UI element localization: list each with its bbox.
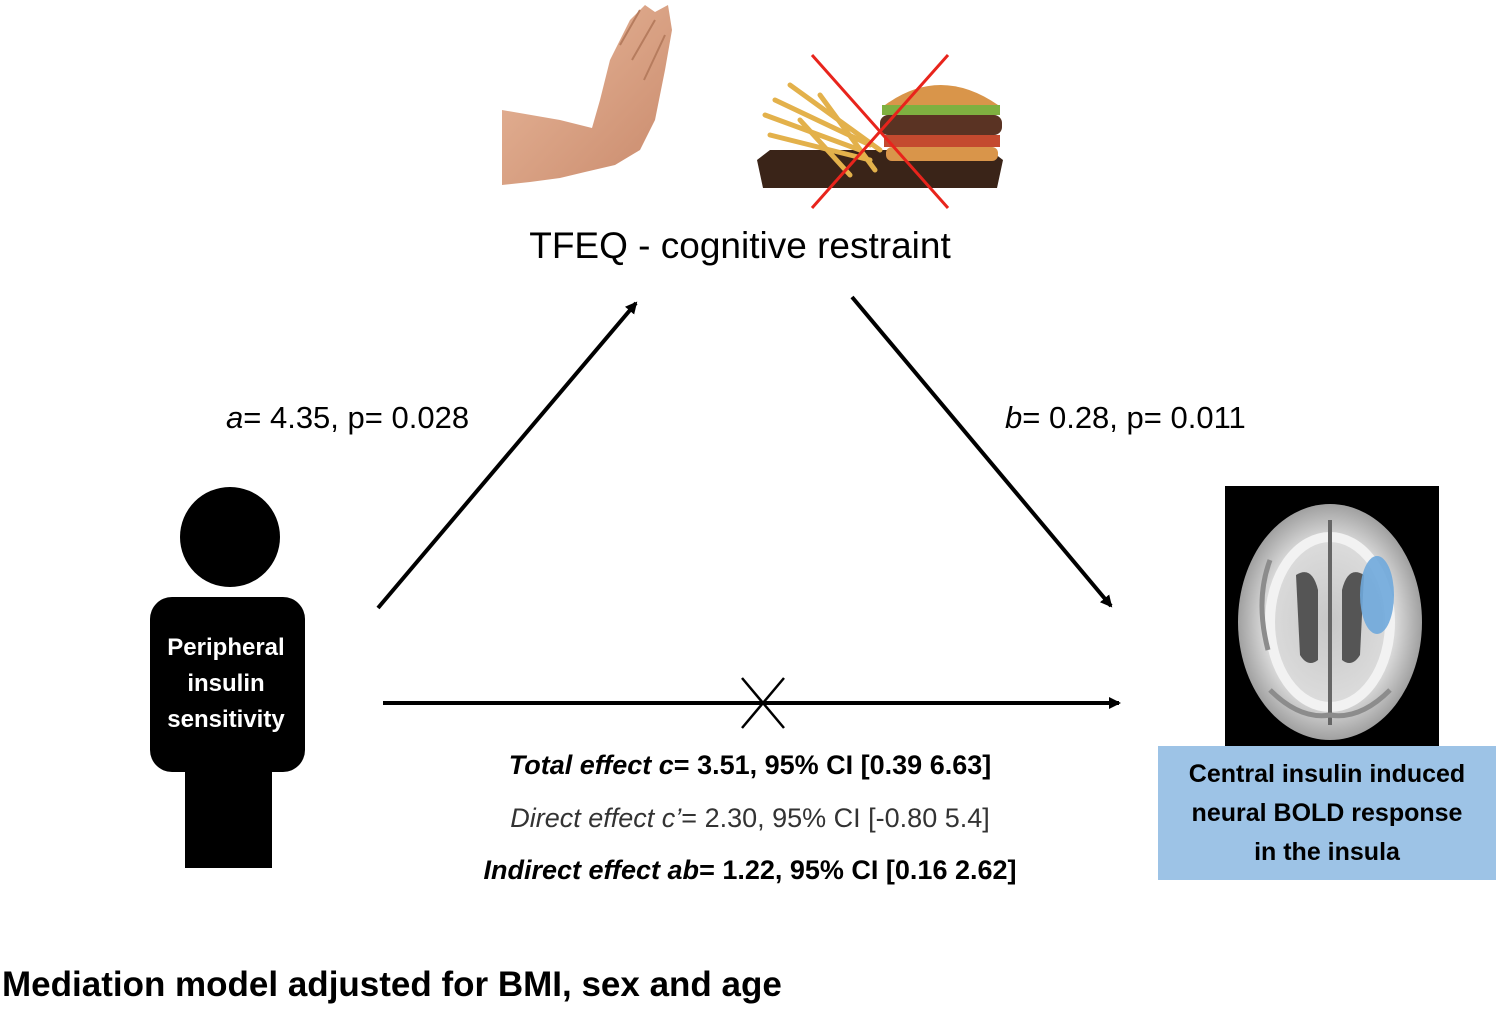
predictor-label: Peripheral insulin sensitivity <box>167 634 285 733</box>
indirect-effect: Indirect effect ab= 1.22, 95% CI [0.16 2… <box>380 855 1120 886</box>
outcome-label: Central insulin induced neural BOLD resp… <box>1188 759 1466 866</box>
stop-hand-icon <box>502 5 672 185</box>
indirect-effect-stats: = 1.22, 95% CI [0.16 2.62] <box>699 855 1017 885</box>
direct-effect-stats: = 2.30, 95% CI [-0.80 5.4] <box>681 803 990 833</box>
cross-out-mark <box>810 54 950 209</box>
non-significant-cross <box>741 677 785 729</box>
person-silhouette-icon <box>150 487 305 868</box>
total-effect-stats: = 3.51, 95% CI [0.39 6.63] <box>673 750 992 780</box>
total-effect-name: Total effect c <box>508 750 674 780</box>
fast-food-icon <box>757 54 1003 209</box>
indirect-effect-name: Indirect effect ab <box>483 855 700 885</box>
direct-effect: Direct effect c’= 2.30, 95% CI [-0.80 5.… <box>380 803 1120 834</box>
direct-effect-name: Direct effect c’ <box>510 803 682 833</box>
path-a-stats: = 4.35, p= 0.028 <box>243 400 470 435</box>
figure-caption: Mediation model adjusted for BMI, sex an… <box>2 965 782 1004</box>
arrow-a <box>376 301 638 610</box>
brain-scan-icon <box>1225 486 1439 748</box>
path-a-label: a= 4.35, p= 0.028 <box>226 400 469 436</box>
insula-highlight <box>1360 556 1394 634</box>
path-a-symbol: a <box>226 400 244 435</box>
path-b-symbol: b <box>1005 400 1023 435</box>
total-effect: Total effect c= 3.51, 95% CI [0.39 6.63] <box>380 750 1120 781</box>
arrow-b <box>850 295 1113 608</box>
path-b-stats: = 0.28, p= 0.011 <box>1022 400 1246 435</box>
outcome-box: Central insulin induced neural BOLD resp… <box>1158 746 1496 880</box>
mediator-label: TFEQ - cognitive restraint <box>529 225 951 266</box>
path-b-label: b= 0.28, p= 0.011 <box>1005 400 1246 436</box>
